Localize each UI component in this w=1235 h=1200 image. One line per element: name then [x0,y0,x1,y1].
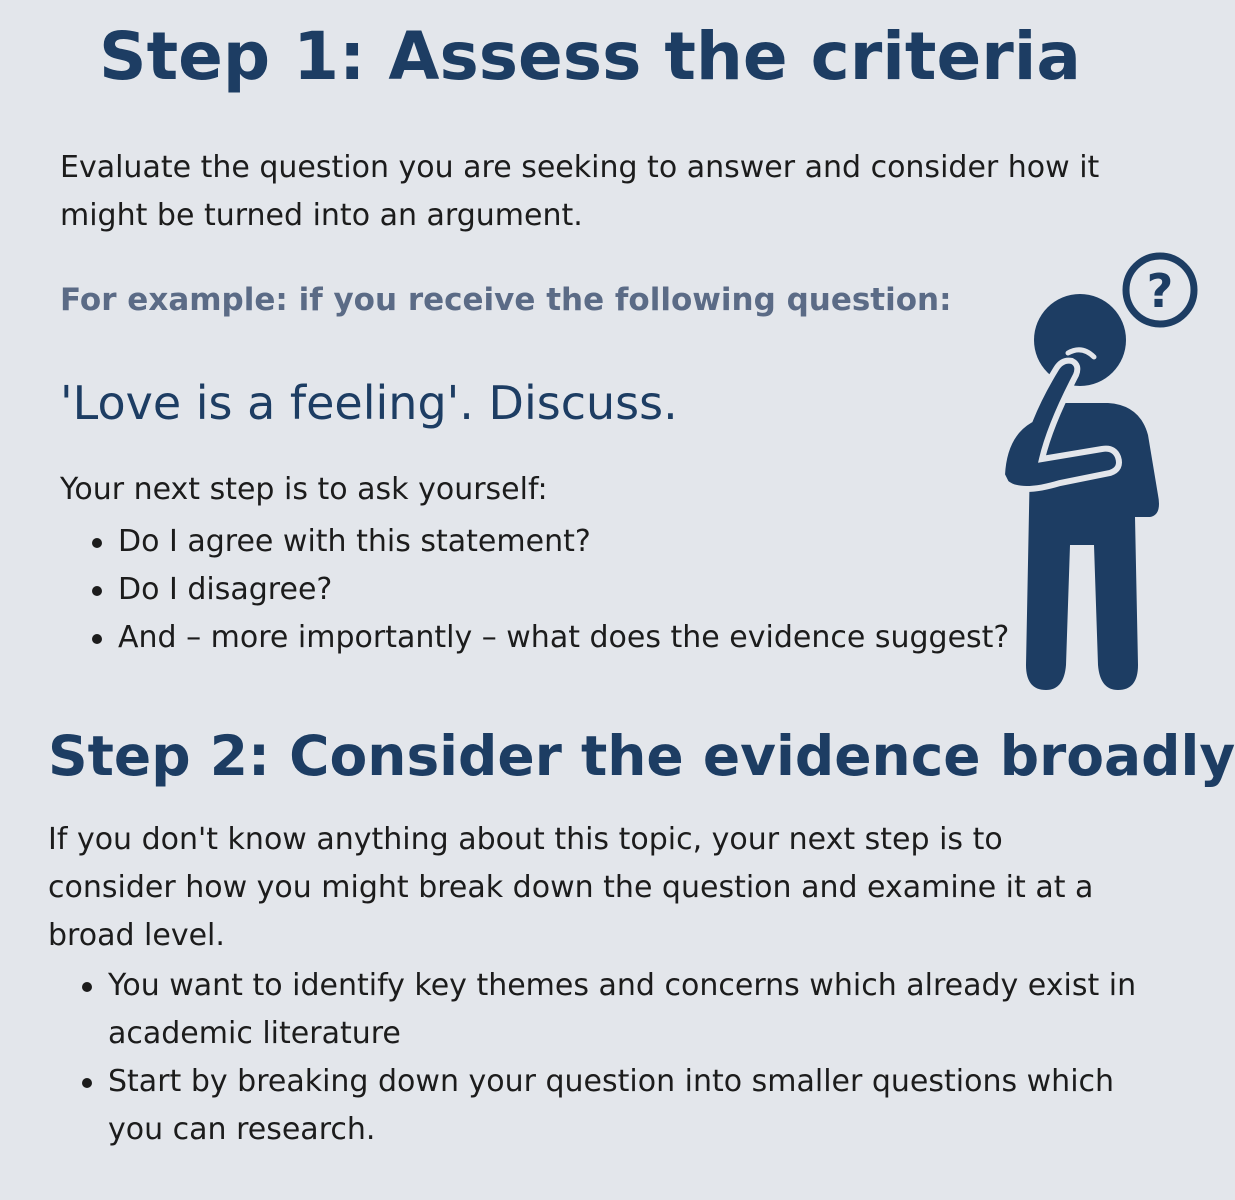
step2-paragraph: If you don't know anything about this to… [48,822,1094,953]
list-item: Start by breaking down your question int… [80,1058,1160,1154]
list-item: And – more importantly – what does the e… [90,614,1020,662]
ask-yourself-intro: Your next step is to ask yourself: [60,472,548,507]
step1-heading: Step 1: Assess the criteria [99,18,1081,95]
question-bubble-icon [1122,252,1198,328]
example-label: For example: if you receive the followin… [60,282,952,318]
list-item: Do I agree with this statement? [90,518,1020,566]
list-item: You want to identify key themes and conc… [80,962,1160,1058]
step1-paragraph: Evaluate the question you are seeking to… [60,150,1100,233]
thinking-person-icon: ? [998,252,1198,690]
list-item: Do I disagree? [90,566,1020,614]
question-mark: ? [1147,264,1174,318]
person-hand [1065,347,1097,360]
step2-bullet-list: You want to identify key themes and conc… [80,962,1160,1154]
step2-heading: Step 2: Consider the evidence broadly [48,724,1235,788]
person-raised-arm [998,357,1122,492]
step1-question-list: Do I agree with this statement? Do I dis… [90,518,1020,662]
example-question: 'Love is a feeling'. Discuss. [60,376,678,430]
